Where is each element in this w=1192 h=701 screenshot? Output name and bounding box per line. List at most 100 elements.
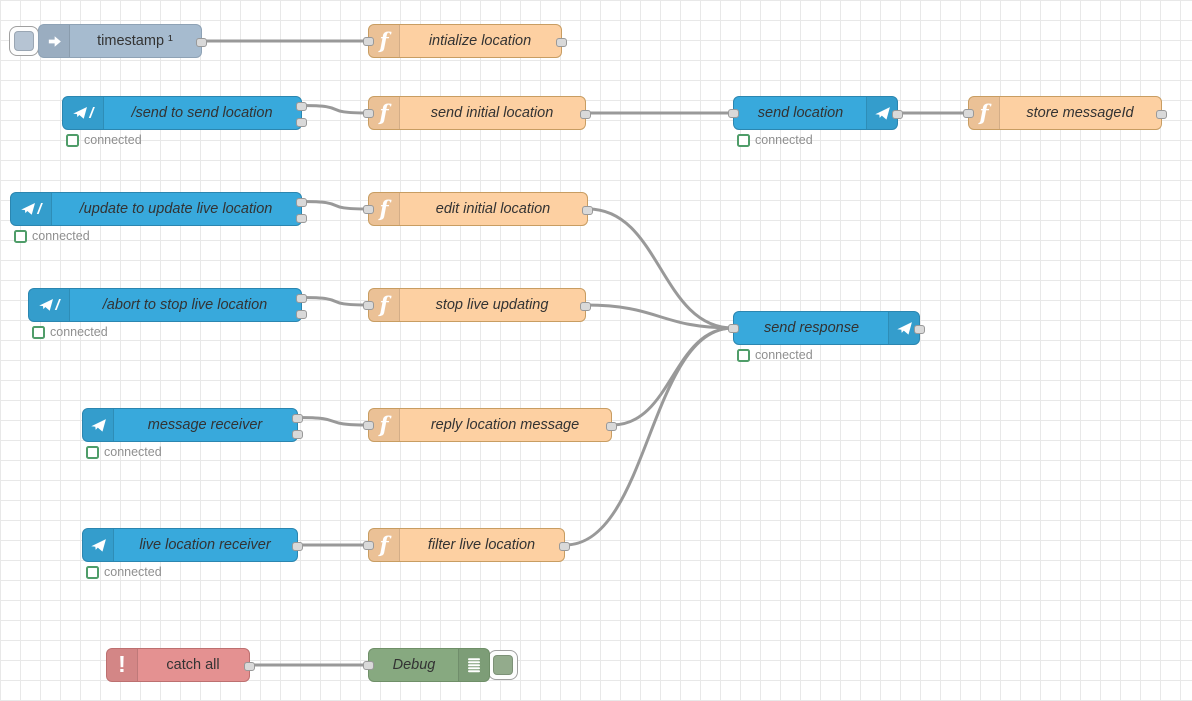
input-port[interactable] — [363, 421, 374, 430]
input-port[interactable] — [363, 205, 374, 214]
func-edit-initial-node[interactable]: f edit initial location — [363, 192, 593, 226]
tg-message-receiver-node[interactable]: message receiver — [82, 408, 303, 442]
node-label: filter live location — [427, 537, 536, 553]
output-port-0[interactable] — [892, 109, 903, 119]
wire[interactable] — [300, 296, 370, 307]
output-port-0[interactable] — [580, 109, 591, 119]
output-port-1[interactable] — [296, 214, 307, 223]
function-icon: f — [369, 25, 400, 57]
node-label: live location receiver — [139, 537, 271, 553]
output-port-0[interactable] — [559, 541, 570, 551]
input-port[interactable] — [963, 109, 974, 118]
output-port-1[interactable] — [292, 430, 303, 439]
tg-send-response-node[interactable]: send response — [728, 311, 925, 345]
function-glyph: f — [379, 291, 389, 317]
node-status: connected — [86, 445, 162, 459]
wire[interactable] — [296, 416, 370, 427]
input-port[interactable] — [728, 109, 739, 118]
telegram-plane-icon — [888, 312, 919, 344]
debug-list-icon — [458, 649, 489, 681]
output-port-0[interactable] — [582, 205, 593, 215]
function-icon: f — [369, 529, 400, 561]
node-label: reply location message — [430, 417, 580, 433]
output-port-0[interactable] — [606, 421, 617, 431]
wire[interactable] — [563, 326, 735, 547]
status-ring-icon — [737, 133, 750, 147]
status-text: connected — [50, 325, 108, 339]
node-label: catch all — [166, 657, 220, 673]
node-label: edit initial location — [435, 201, 551, 217]
output-port-0[interactable] — [292, 414, 303, 423]
wire[interactable] — [584, 303, 735, 330]
output-port-0[interactable] — [196, 37, 207, 47]
function-icon: f — [369, 289, 400, 321]
output-port-0[interactable] — [296, 198, 307, 207]
status-text: connected — [104, 565, 162, 579]
output-port-0[interactable] — [296, 102, 307, 111]
wire[interactable] — [300, 104, 370, 115]
input-port[interactable] — [363, 37, 374, 46]
debug-node[interactable]: Debug — [363, 648, 490, 682]
output-port-0[interactable] — [1156, 109, 1167, 119]
node-label: timestamp ¹ — [97, 33, 173, 49]
status-ring-icon — [66, 133, 79, 147]
status-ring-icon — [86, 565, 99, 579]
output-port-0[interactable] — [556, 37, 567, 47]
node-label: stop live updating — [435, 297, 549, 313]
telegram-command-icon: / — [63, 97, 104, 129]
cmd-send-node[interactable]: / /send to send location — [62, 96, 307, 130]
node-label: /abort to stop live location — [102, 297, 268, 313]
inject-timestamp-node[interactable]: timestamp ¹ — [38, 24, 207, 58]
output-port-0[interactable] — [244, 661, 255, 671]
node-label: send location — [757, 105, 844, 121]
telegram-plane-icon — [866, 97, 897, 129]
input-port[interactable] — [363, 661, 374, 670]
tg-send-location-node[interactable]: send location — [728, 96, 903, 130]
status-text: connected — [32, 229, 90, 243]
function-icon: f — [369, 97, 400, 129]
output-port-0[interactable] — [914, 324, 925, 334]
wire[interactable] — [586, 207, 735, 330]
output-port-0[interactable] — [580, 301, 591, 311]
output-port-1[interactable] — [296, 310, 307, 319]
node-label: send initial location — [430, 105, 554, 121]
inject-arrow-icon — [39, 25, 70, 57]
output-port-0[interactable] — [292, 541, 303, 551]
exclamation-icon: ! — [107, 649, 138, 681]
cmd-update-node[interactable]: //update to update live location — [10, 192, 307, 226]
cmd-abort-node[interactable]: / /abort to stop live location — [28, 288, 307, 322]
command-slash-glyph: / — [37, 200, 42, 218]
node-label: /send to send location — [131, 105, 273, 121]
debug-toggle-button[interactable] — [488, 650, 518, 680]
node-label: Debug — [392, 657, 436, 673]
telegram-command-icon: / — [29, 289, 70, 321]
tg-live-location-receiver-node[interactable]: live location receiver — [82, 528, 303, 562]
telegram-command-icon: / — [11, 193, 52, 225]
output-port-0[interactable] — [296, 294, 307, 303]
wire[interactable] — [610, 326, 735, 427]
status-ring-icon — [86, 445, 99, 459]
node-status: connected — [737, 348, 813, 362]
func-filter-live-node[interactable]: f filter live location — [363, 528, 570, 562]
input-port[interactable] — [363, 109, 374, 118]
input-port[interactable] — [363, 301, 374, 310]
status-text: connected — [755, 133, 813, 147]
function-glyph: f — [379, 531, 389, 557]
exclamation-glyph: ! — [118, 650, 126, 677]
output-port-1[interactable] — [296, 118, 307, 127]
catch-all-node[interactable]: ! catch all — [106, 648, 255, 682]
func-stop-live-node[interactable]: f stop live updating — [363, 288, 591, 322]
inject-button[interactable] — [9, 26, 39, 56]
button-inner — [14, 31, 34, 51]
input-port[interactable] — [728, 324, 739, 333]
wire[interactable] — [300, 200, 370, 211]
func-send-initial-node[interactable]: f send initial location — [363, 96, 591, 130]
input-port[interactable] — [363, 541, 374, 550]
status-ring-icon — [737, 348, 750, 362]
function-icon: f — [369, 193, 400, 225]
